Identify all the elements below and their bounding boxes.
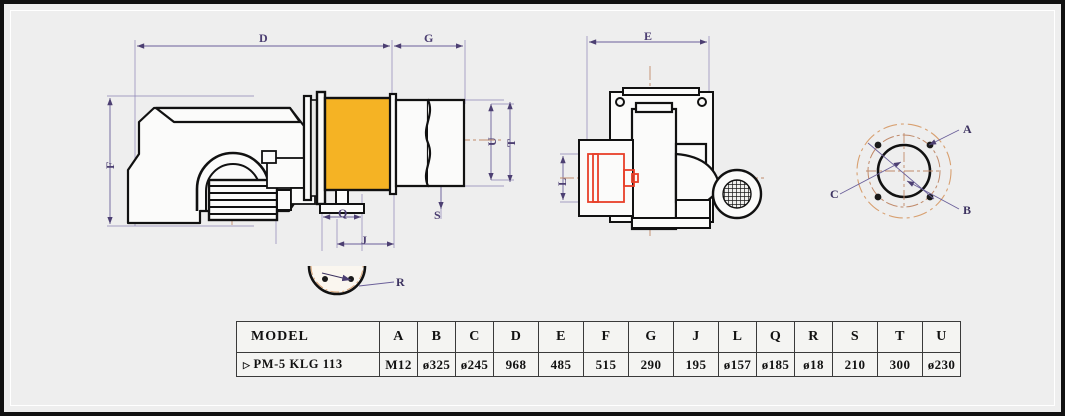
- technical-drawing-canvas: [107, 36, 960, 296]
- dim-label-E: E: [644, 29, 653, 43]
- table-cell-R: ø18: [794, 352, 833, 377]
- burner-top-cowl: [154, 106, 302, 124]
- dim-label-T: T: [504, 138, 518, 147]
- table-cell-S: 210: [832, 352, 878, 377]
- support-pedestal: [319, 189, 365, 214]
- table-cell-model: ▷PM-5 KLG 113: [236, 352, 380, 377]
- table-cell-T: 300: [877, 352, 923, 377]
- blast-tube: [394, 98, 466, 188]
- table-header-row: MODEL A B C D E F G J L Q R S T U: [236, 321, 961, 353]
- table-header-F: F: [583, 321, 629, 353]
- table-cell-B: ø325: [417, 352, 456, 377]
- front-motor-fan: [711, 168, 763, 220]
- detail-arc-centerline: [310, 265, 364, 293]
- dim-label-Q: Q: [338, 206, 348, 220]
- view-flange-bolt-pattern: [839, 123, 960, 219]
- table-header-L: L: [718, 321, 757, 353]
- dim-J: [336, 194, 395, 248]
- callout-label-R: R: [396, 275, 405, 289]
- table-header-D: D: [493, 321, 539, 353]
- table-header-T: T: [877, 321, 923, 353]
- callout-label-B: B: [963, 203, 972, 217]
- callout-label-C: C: [830, 187, 839, 201]
- callout-label-A: A: [963, 122, 972, 136]
- motor-barrel: [207, 178, 292, 222]
- table-header-model: MODEL: [236, 321, 380, 353]
- front-base-foot: [631, 199, 711, 229]
- table-header-S: S: [832, 321, 878, 353]
- front-valve-outline-red: [587, 153, 639, 203]
- detail-R-leader: [358, 281, 395, 287]
- dim-label-U: U: [485, 136, 499, 146]
- detail-bolt-leader: [321, 272, 352, 282]
- table-cell-A: M12: [379, 352, 418, 377]
- table-cell-D: 968: [493, 352, 539, 377]
- table-header-J: J: [673, 321, 719, 353]
- front-gas-train-box: [578, 139, 634, 217]
- dim-label-S: S: [434, 208, 442, 222]
- table-header-Q: Q: [756, 321, 795, 353]
- table-header-E: E: [538, 321, 584, 353]
- view-side-elevation: [107, 40, 514, 251]
- flange-callout-leaders: [839, 129, 960, 210]
- table-cell-model-text: PM-5 KLG 113: [253, 357, 343, 371]
- table-header-C: C: [455, 321, 494, 353]
- flange-centerlines: [866, 133, 942, 209]
- bullet-triangle-icon: ▷: [243, 359, 251, 370]
- dim-label-F: F: [103, 161, 117, 169]
- table-cell-L: ø157: [718, 352, 757, 377]
- flange-bolt-holes: [874, 141, 934, 201]
- specification-table: MODEL A B C D E F G J L Q R S T U ▷PM-5 …: [236, 321, 961, 377]
- mounting-flange-assembly: [302, 90, 327, 206]
- view-detail-R: [307, 265, 395, 296]
- table-cell-J: 195: [673, 352, 719, 377]
- table-cell-E: 485: [538, 352, 584, 377]
- table-header-B: B: [417, 321, 456, 353]
- table-cell-C: ø245: [455, 352, 494, 377]
- front-fan-scroll: [674, 152, 722, 204]
- combustion-head-orange: [323, 92, 398, 196]
- table-cell-Q: ø185: [756, 352, 795, 377]
- table-header-A: A: [379, 321, 418, 353]
- table-header-G: G: [628, 321, 674, 353]
- table-cell-F: 515: [583, 352, 629, 377]
- dim-label-D: D: [259, 31, 269, 45]
- dim-label-J: J: [361, 233, 368, 247]
- table-header-U: U: [922, 321, 961, 353]
- view-front-elevation: [560, 36, 764, 236]
- dim-label-L: L: [555, 177, 569, 186]
- detail-half-circle: [307, 265, 367, 296]
- flange-outer-circle: [856, 123, 952, 219]
- table-row: ▷PM-5 KLG 113 M12 ø325 ø245 968 485 515 …: [236, 352, 961, 377]
- dim-label-G: G: [424, 31, 434, 45]
- table-cell-G: 290: [628, 352, 674, 377]
- table-header-R: R: [794, 321, 833, 353]
- table-cell-U: ø230: [922, 352, 961, 377]
